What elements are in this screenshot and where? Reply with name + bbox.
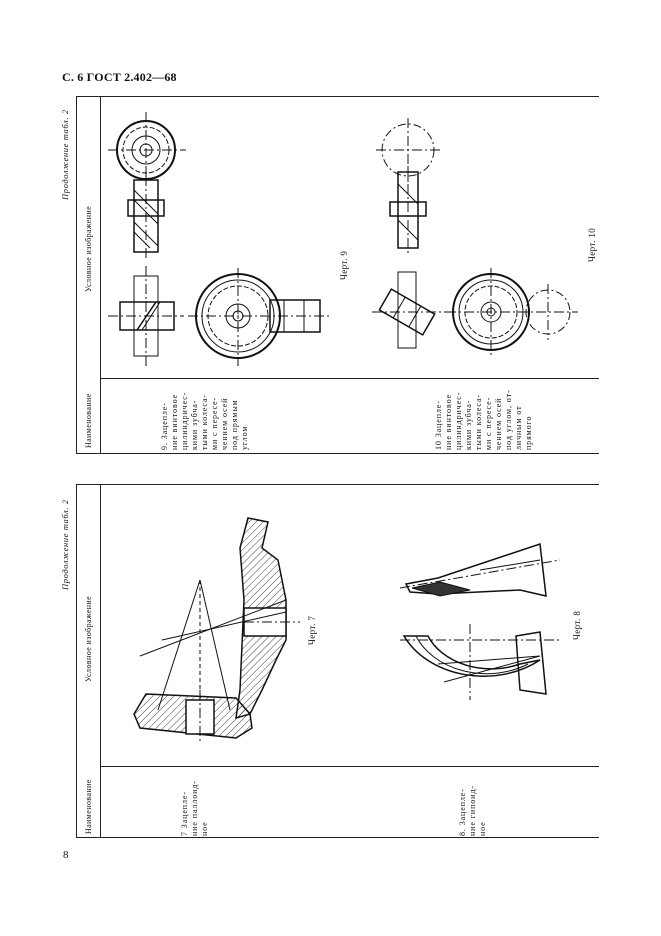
page-number: 8 bbox=[63, 849, 69, 861]
page-header: С. 6 ГОСТ 2.402—68 bbox=[62, 70, 177, 84]
